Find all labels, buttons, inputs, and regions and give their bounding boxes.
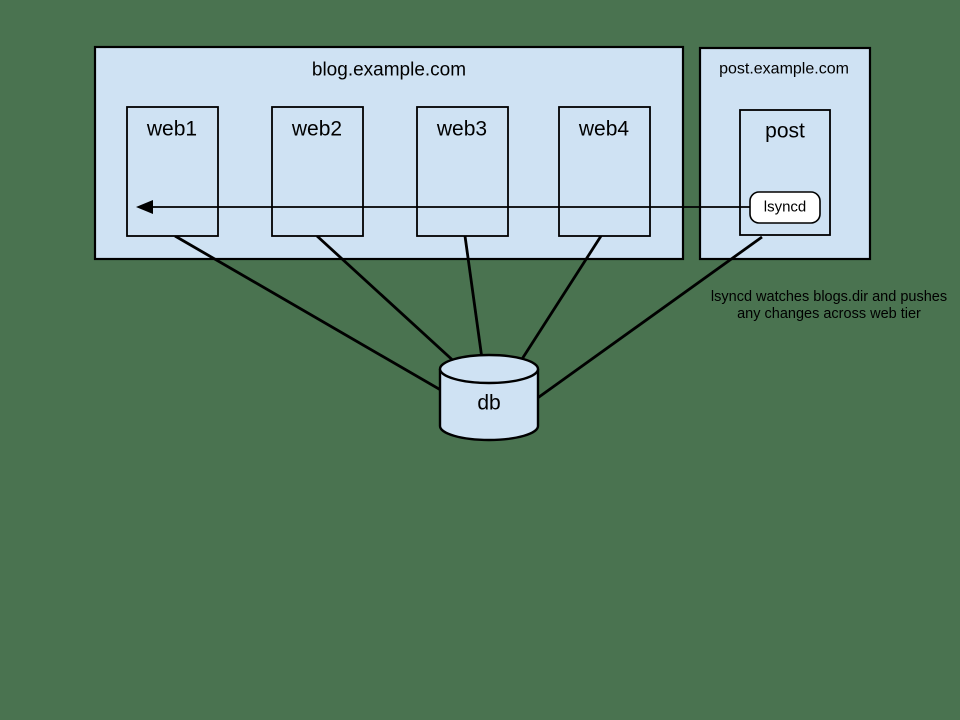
web2-label: web2 — [291, 118, 342, 141]
connector-post-db — [531, 235, 763, 404]
db-cylinder-top — [438, 353, 540, 385]
db-cylinder-body — [438, 369, 540, 442]
lsyncd-label: lsyncd — [764, 199, 807, 216]
web1-label: web1 — [146, 118, 197, 141]
connector-web3-db — [463, 235, 485, 367]
annotation-text: lsyncd watches blogs.dir and pushes any … — [711, 289, 947, 322]
lsyncd-badge — [749, 191, 821, 224]
connector-web1-db — [174, 234, 459, 402]
web3-node — [416, 106, 509, 237]
db-label: db — [477, 392, 500, 415]
connector-web4-db — [513, 235, 603, 371]
web2-node — [271, 106, 364, 237]
annotation-line-2: any changes across web tier — [737, 306, 921, 322]
web4-node — [558, 106, 651, 237]
db-cylinder — [438, 353, 540, 442]
annotation-line-1: lsyncd watches blogs.dir and pushes — [711, 289, 947, 305]
post-label: post — [765, 120, 805, 143]
post-cluster-title: post.example.com — [719, 61, 849, 78]
web3-label: web3 — [436, 118, 487, 141]
web4-label: web4 — [578, 118, 630, 141]
sync-arrowhead-icon — [136, 200, 153, 214]
web1-node — [126, 106, 219, 237]
connector-web2-db — [316, 234, 471, 378]
blog-cluster-title: blog.example.com — [312, 60, 466, 81]
